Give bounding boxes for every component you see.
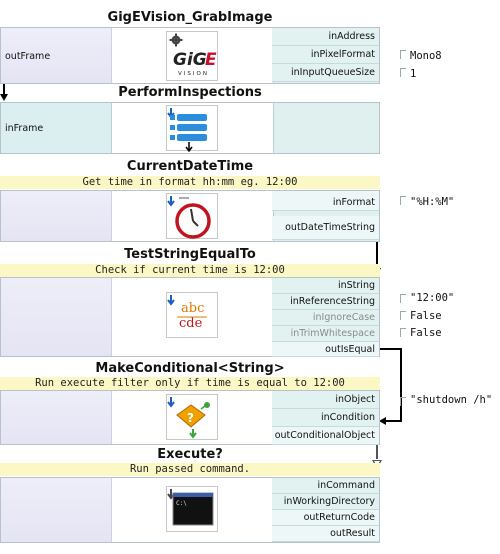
format-value[interactable]: "%H:%M" — [410, 196, 455, 208]
svg-text:VISION: VISION — [178, 71, 209, 77]
inspect-block[interactable]: inFrame — [0, 102, 380, 154]
outdatetimestring-port[interactable]: outDateTimeString — [272, 216, 379, 240]
cond-block[interactable]: ? inObject inCondition outConditionalObj… — [0, 390, 380, 445]
datetime-connector — [376, 242, 378, 267]
inworkingdirectory-port[interactable]: inWorkingDirectory — [272, 494, 379, 510]
compare-input-zone — [1, 278, 112, 356]
trimwhitespace-bracket — [400, 328, 406, 337]
queuesize-value[interactable]: 1 — [410, 68, 417, 80]
compare-port-zone: inString inReferenceString inIgnoreCase … — [272, 278, 379, 357]
svg-text:cde: cde — [179, 316, 203, 331]
svg-text:E: E — [205, 50, 217, 70]
isequal-connector-top — [380, 348, 402, 350]
exec-port-zone: inCommand inWorkingDirectory outReturnCo… — [272, 478, 379, 542]
ignorecase-value[interactable]: False — [410, 310, 442, 322]
trimwhitespace-value[interactable]: False — [410, 327, 442, 339]
datetime-port-zone: inFormat outDateTimeString — [272, 191, 379, 241]
intrimwhitespace-port[interactable]: inTrimWhitespace — [272, 326, 379, 342]
inpixelformat-port[interactable]: inPixelFormat — [272, 46, 379, 64]
refstring-bracket — [400, 294, 406, 303]
svg-text:?: ? — [187, 411, 194, 425]
exec-comment: Run passed command. — [0, 463, 380, 476]
isequal-connector-bottom — [384, 420, 402, 422]
instring-port[interactable]: inString — [272, 278, 379, 294]
inspect-title: PerformInspections — [118, 85, 262, 100]
pixelformat-value[interactable]: Mono8 — [410, 50, 442, 62]
conditional-connector — [376, 445, 378, 459]
compare-title: TestStringEqualTo — [124, 247, 256, 262]
ininputqueuesize-port[interactable]: inInputQueueSize — [272, 64, 379, 82]
question-box-icon: ? — [166, 394, 218, 440]
informat-port[interactable]: inFormat — [332, 197, 375, 208]
inspect-right-zone — [273, 103, 379, 153]
inaddress-port[interactable]: inAddress — [272, 28, 379, 46]
console-icon: C:\ — [166, 486, 218, 532]
compare-block[interactable]: abc cde inString inReferenceString inIgn… — [0, 277, 380, 357]
incommand-port[interactable]: inCommand — [272, 478, 379, 494]
inreferencestring-port[interactable]: inReferenceString — [272, 294, 379, 310]
datetime-title: CurrentDateTime — [126, 159, 254, 174]
outconditionalobject-port[interactable]: outConditionalObject — [272, 427, 379, 445]
outframe-port[interactable]: outFrame — [5, 51, 51, 62]
cond-comment: Run execute filter only if time is equal… — [0, 377, 380, 390]
cond-port-zone: inObject inCondition outConditionalObjec… — [272, 391, 379, 445]
isequal-connector-vertical — [400, 348, 402, 422]
grab-block[interactable]: outFrame GiG E VISION inAddress inPixelF… — [0, 27, 380, 84]
object-value[interactable]: "shutdown /h" — [410, 394, 493, 406]
frame-connector — [3, 84, 5, 96]
svg-text:abc: abc — [181, 301, 204, 316]
datetime-comment: Get time in format hh:mm eg. 12:00 — [0, 176, 380, 189]
exec-title: Execute? — [157, 447, 223, 462]
object-bracket — [400, 397, 406, 406]
abc-cde-icon: abc cde — [166, 292, 218, 338]
frame-connector-arrow — [0, 94, 8, 101]
outisequal-port[interactable]: outIsEqual — [272, 342, 379, 357]
outresult-port[interactable]: outResult — [272, 526, 379, 542]
inspect-input-zone — [1, 103, 112, 153]
datetime-blank-port — [272, 191, 379, 211]
gige-logo: GiG E VISION — [166, 31, 218, 81]
cond-title: MakeConditional<String> — [95, 361, 285, 376]
svg-text:GiG: GiG — [173, 50, 207, 70]
datetime-block[interactable]: inFormat outDateTimeString — [0, 190, 380, 242]
refstring-value[interactable]: "12:00" — [410, 292, 455, 304]
inframe-port[interactable]: inFrame — [5, 123, 44, 134]
grab-title: GigEVision_GrabImage — [107, 10, 273, 25]
pixelformat-bracket — [400, 50, 406, 59]
list-icon — [166, 105, 218, 153]
isequal-connector-arrow — [379, 417, 386, 425]
grab-port-zone: inAddress inPixelFormat inInputQueueSize — [272, 28, 379, 83]
clock-icon — [166, 193, 218, 239]
queuesize-bracket — [400, 68, 406, 77]
outreturncode-port[interactable]: outReturnCode — [272, 510, 379, 526]
exec-block[interactable]: C:\ inCommand inWorkingDirectory outRetu… — [0, 477, 380, 543]
incondition-port[interactable]: inCondition — [272, 409, 379, 427]
gear-icon — [169, 33, 183, 47]
format-bracket — [400, 196, 406, 205]
datetime-input-zone — [1, 191, 112, 241]
exec-input-zone — [1, 478, 112, 542]
ignorecase-bracket — [400, 311, 406, 320]
console-text: C:\ — [176, 500, 187, 507]
cond-input-zone — [1, 391, 112, 444]
grab-input-zone — [1, 28, 112, 83]
inignorecase-port[interactable]: inIgnoreCase — [272, 310, 379, 326]
compare-comment: Check if current time is 12:00 — [0, 264, 380, 277]
inobject-port[interactable]: inObject — [272, 391, 379, 409]
